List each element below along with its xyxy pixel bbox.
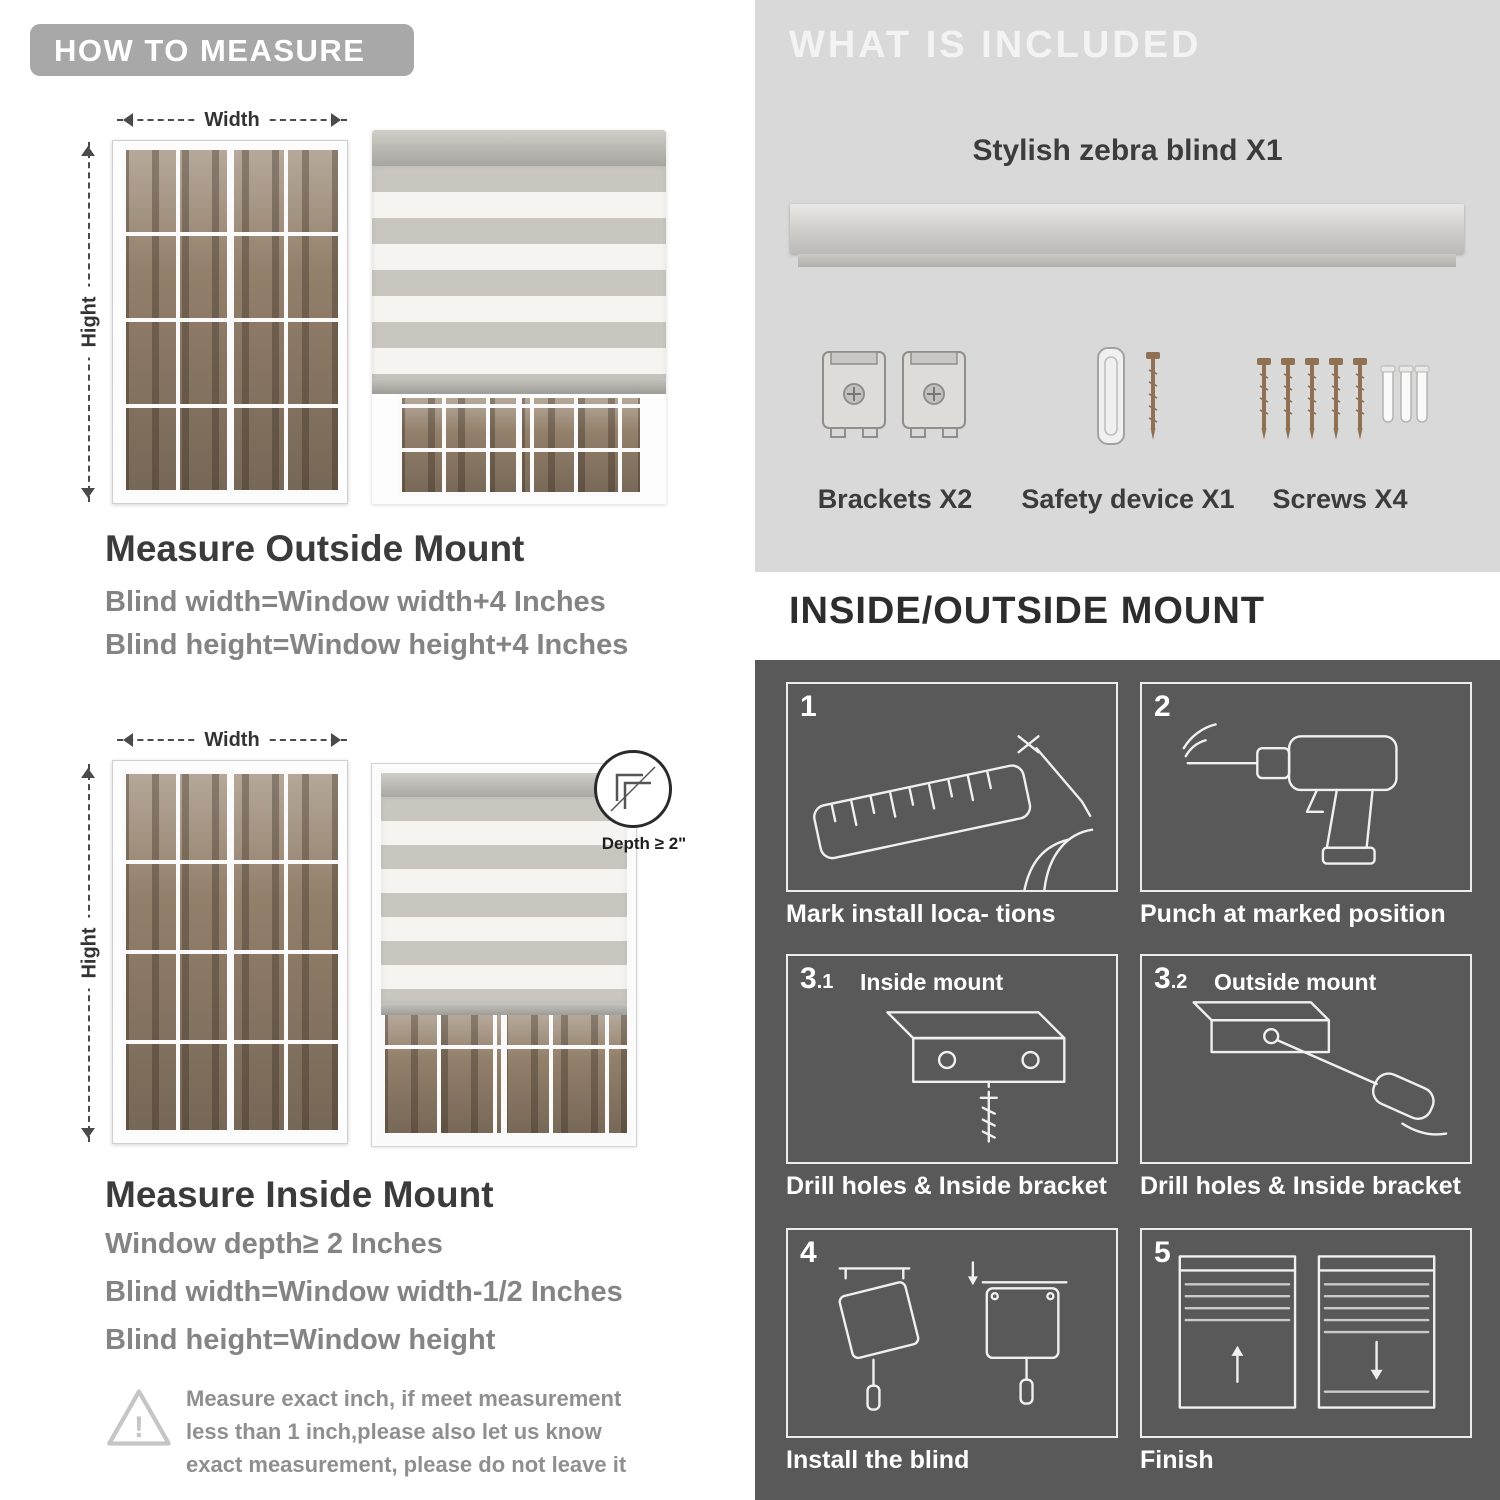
- window-panes: [122, 770, 338, 1134]
- inside-rule-3: Blind height=Window height: [105, 1324, 496, 1356]
- measurement-note: Measure exact inch, if meet measurement …: [186, 1386, 627, 1477]
- drill-illustration: [1182, 723, 1398, 865]
- width-label: Width: [194, 727, 270, 753]
- height-label: Hight: [78, 917, 102, 989]
- outside-rule-2: Blind height=Window height+4 Inches: [105, 629, 629, 661]
- step-number: 2: [1154, 690, 1171, 723]
- finish-illustration: [1178, 1255, 1436, 1409]
- height-label: Hight: [78, 286, 102, 358]
- width-label: Width: [194, 107, 270, 133]
- step-caption-3-1: Drill holes & Inside bracket: [786, 1172, 1107, 1200]
- outside-mount-heading: Measure Outside Mount: [105, 528, 525, 569]
- step-number: 5: [1154, 1236, 1171, 1269]
- step-caption-1: Mark install loca- tions: [786, 900, 1056, 928]
- screws-icon: [1257, 358, 1430, 440]
- zebra-blind-headrail-illustration: [790, 204, 1464, 267]
- window-panes: [398, 398, 640, 496]
- safety-device-label: Safety device X1: [1021, 484, 1235, 514]
- inside-bracket-illustration: [886, 1011, 1066, 1143]
- outside-rule-1: Blind width=Window width+4 Inches: [105, 586, 606, 618]
- blind-bottom-rail: [381, 1003, 627, 1015]
- window-photo-inside: [112, 760, 348, 1144]
- step-panel-3-1: 3.1 Inside mount: [786, 954, 1118, 1164]
- window-under-blind: [372, 394, 666, 504]
- warning-triangle-icon: !: [107, 1389, 171, 1446]
- window-panes: [122, 150, 338, 494]
- step-sublabel: Inside mount: [860, 969, 1004, 995]
- step-caption-2: Punch at marked position: [1140, 900, 1446, 928]
- mount-title: INSIDE/OUTSIDE MOUNT: [789, 590, 1266, 632]
- window-corner-detail: [610, 766, 656, 812]
- inside-rule-2: Blind width=Window width-1/2 Inches: [105, 1276, 623, 1308]
- step-caption-4: Install the blind: [786, 1446, 970, 1474]
- height-arrow-outside: Hight: [78, 142, 102, 502]
- zebra-blind-outside-illustration: [372, 130, 666, 504]
- step-panel-2: 2: [1140, 682, 1472, 892]
- step-panel-1: 1: [786, 682, 1118, 892]
- install-blind-illustration: [838, 1261, 1068, 1411]
- outside-bracket-illustration: [1192, 1001, 1448, 1136]
- brackets-icon: [822, 351, 966, 438]
- zebra-blind-inside-illustration: [371, 763, 637, 1147]
- mount-steps-section: 1 2: [755, 660, 1500, 1500]
- step-panel-5: 5: [1140, 1228, 1472, 1438]
- blind-cassette: [372, 130, 666, 166]
- step-panel-3-2: 3.2 Outside mount: [1140, 954, 1472, 1164]
- step-caption-3-2: Drill holes & Inside bracket: [1140, 1172, 1461, 1200]
- inside-mount-heading: Measure Inside Mount: [105, 1174, 494, 1215]
- warning-exclamation: !: [134, 1411, 144, 1444]
- step-panel-4: 4: [786, 1228, 1118, 1438]
- blind-bottom-rail: [372, 378, 666, 394]
- width-arrow-outside: Width: [117, 107, 347, 133]
- step-number: 4: [800, 1236, 817, 1269]
- how-to-measure-banner: HOW TO MEASURE: [30, 24, 414, 76]
- blind-stripes: [381, 797, 627, 1003]
- step-number: 3.1: [800, 962, 834, 995]
- screws-label: Screws X4: [1272, 484, 1408, 514]
- blind-stripes: [372, 166, 666, 378]
- width-arrow-inside: Width: [117, 727, 347, 753]
- depth-magnifier-circle: [594, 750, 672, 828]
- inside-rule-1: Window depth≥ 2 Inches: [105, 1228, 443, 1260]
- step-number: 1: [800, 690, 817, 723]
- depth-callout-label: Depth ≥ 2": [601, 834, 687, 853]
- included-title: WHAT IS INCLUDED: [789, 24, 1202, 66]
- blind-cassette: [381, 773, 627, 797]
- window-photo-outside: [112, 140, 348, 504]
- safety-device-icon: [1097, 347, 1160, 445]
- mark-locations-illustration: [813, 735, 1094, 890]
- window-panes: [381, 1015, 627, 1137]
- height-arrow-inside: Hight: [78, 764, 102, 1142]
- what-is-included-section: WHAT IS INCLUDED Stylish zebra blind X1: [755, 0, 1500, 572]
- product-label: Stylish zebra blind X1: [972, 134, 1283, 167]
- brackets-label: Brackets X2: [817, 484, 973, 514]
- step-number: 3.2: [1154, 962, 1188, 995]
- mount-title-band: INSIDE/OUTSIDE MOUNT: [755, 572, 1500, 660]
- step-sublabel: Outside mount: [1214, 969, 1377, 995]
- step-caption-5: Finish: [1140, 1446, 1214, 1474]
